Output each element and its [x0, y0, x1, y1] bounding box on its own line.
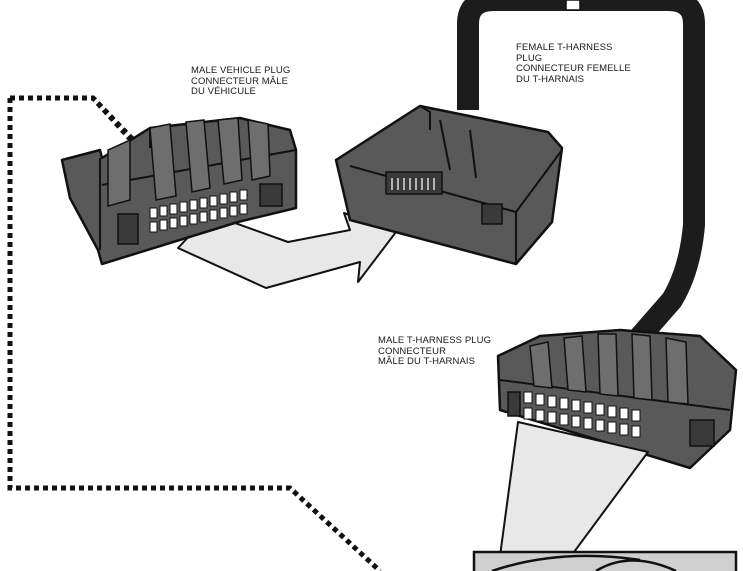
male-t-harness-plug — [496, 328, 738, 470]
label-line: PLUG — [516, 52, 543, 64]
label-line: CONNECTEUR MÂLE — [191, 75, 289, 87]
dotted-routing-path-main — [7, 95, 382, 571]
cable-top-tab — [565, 0, 581, 11]
label-line: MALE T-HARNESS PLUG — [378, 335, 492, 346]
label-line: DU VÉHICULE — [191, 86, 256, 97]
female-t-harness-plug — [334, 104, 564, 266]
t-harness-cable — [457, 0, 705, 356]
label-line: MÂLE DU T-HARNAIS — [378, 356, 476, 367]
target-module — [472, 550, 738, 571]
label-line: MALE VEHICLE PLUG — [191, 65, 291, 76]
label-line: FEMALE T-HARNESS — [516, 42, 613, 53]
insert-arrow-lower — [497, 421, 649, 571]
male-vehicle-plug-label: MALE VEHICLE PLUG CONNECTEUR MÂLE DU VÉH… — [191, 65, 291, 98]
label-line: DU T-HARNAIS — [516, 73, 585, 85]
male-t-harness-plug-label: MALE T-HARNESS PLUG CONNECTEUR MÂLE DU T… — [378, 335, 492, 368]
label-line: CONNECTEUR — [378, 345, 447, 357]
label-line: CONNECTEUR FEMELLE — [516, 63, 631, 74]
female-t-harness-plug-label: FEMALE T-HARNESS PLUG CONNECTEUR FEMELLE… — [516, 42, 631, 85]
male-vehicle-plug — [60, 116, 298, 266]
